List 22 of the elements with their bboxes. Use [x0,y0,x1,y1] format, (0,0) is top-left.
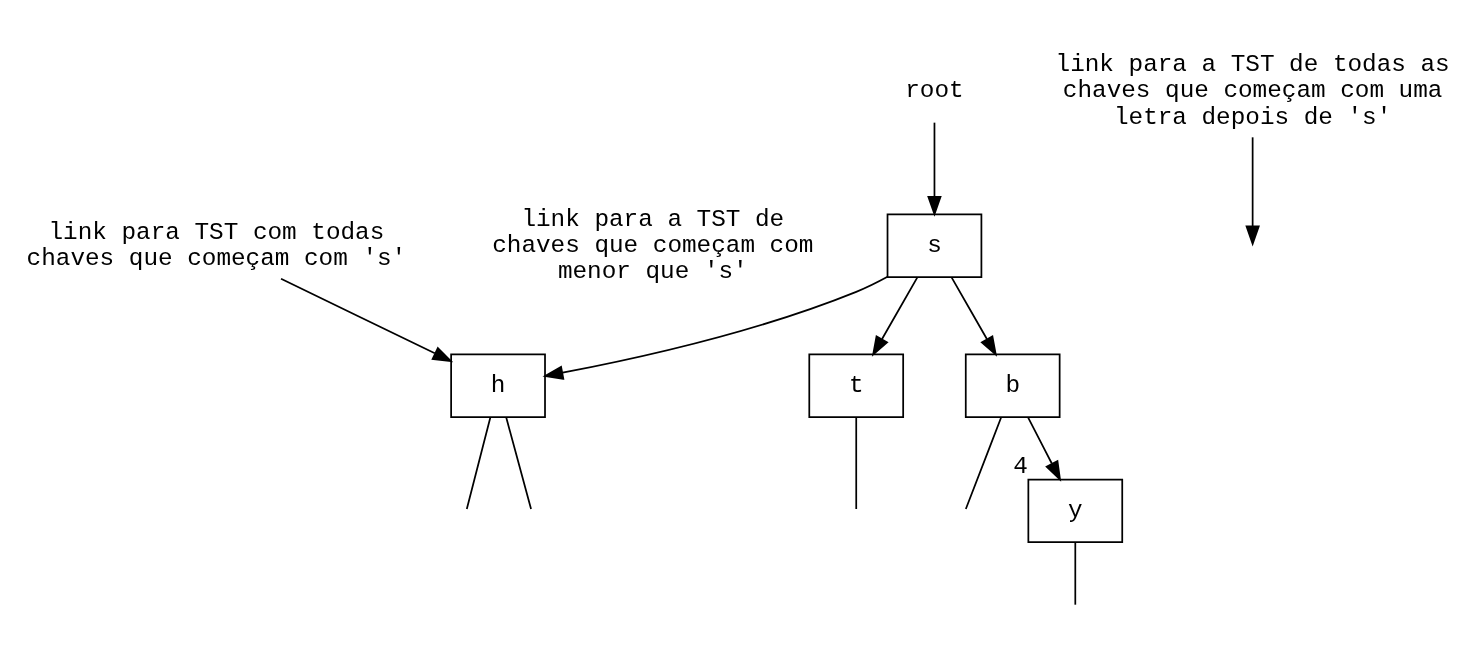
connector [505,416,532,510]
node-text: link para TST com todas chaves que começam com 's' [26,218,407,272]
arrow [1027,416,1062,482]
arrow [280,277,454,362]
node-text: root [905,76,964,104]
connector [855,416,858,510]
node-box: b [964,353,1061,418]
arrow [950,275,998,357]
node-box: t [808,353,905,418]
node-box: h [450,353,546,418]
label: link para a TST de chaves que começam com menor que 's' [492,205,814,285]
node-label: 4 [1013,452,1028,480]
arrow [927,121,942,217]
connector [1074,540,1077,606]
connector [465,416,492,510]
arrow [871,275,919,357]
arrow [1245,135,1260,246]
node-text: link para a TST de todas as chaves que começam com uma letra depois de 's' [1055,50,1450,131]
node-box: s [886,213,983,278]
node-box: y [1027,478,1124,543]
connector [964,416,1002,510]
arrow [542,275,889,380]
